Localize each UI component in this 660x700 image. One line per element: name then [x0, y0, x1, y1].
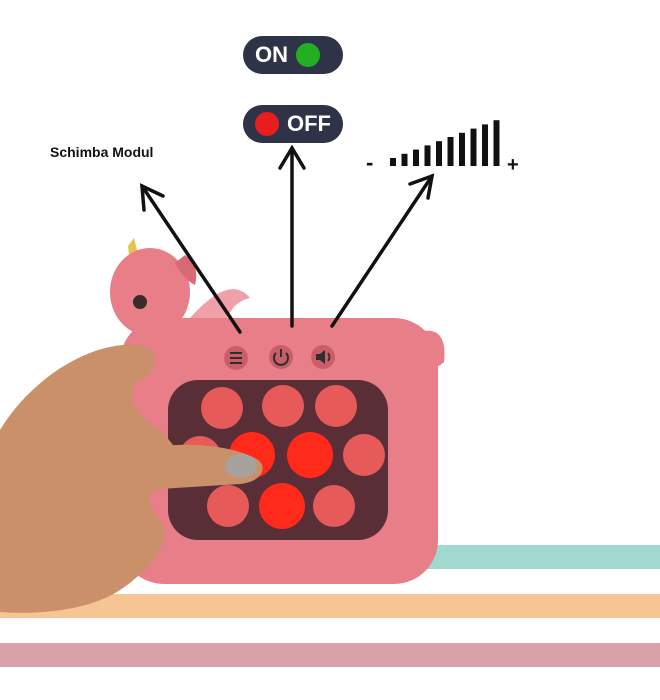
arrowhead-power	[278, 144, 306, 170]
list-icon	[230, 352, 242, 364]
volume-bar	[482, 124, 488, 166]
off-label: OFF	[287, 111, 331, 136]
bubble[interactable]	[207, 485, 249, 527]
bubble[interactable]	[201, 387, 243, 429]
volume-bars	[390, 120, 500, 166]
arrow-volume	[330, 174, 434, 328]
volume-bar	[459, 132, 465, 166]
volume-bar	[424, 145, 431, 166]
stripe-rose	[0, 643, 660, 667]
fingernail	[225, 454, 257, 478]
arrowhead-mode	[140, 183, 165, 212]
volume-bar	[413, 149, 419, 166]
speaker-icon	[316, 350, 331, 364]
off-indicator: OFF	[243, 105, 343, 143]
bubble-lit[interactable]	[259, 483, 305, 529]
unicorn-mane	[175, 255, 197, 285]
on-indicator: ON	[243, 36, 343, 74]
volume-bar	[447, 137, 454, 166]
unicorn-wing	[190, 289, 250, 323]
bubble[interactable]	[315, 385, 357, 427]
volume-bar	[401, 153, 408, 166]
arrow-mode	[140, 184, 242, 334]
volume-bar	[470, 128, 477, 166]
volume-plus: +	[507, 154, 519, 176]
volume-bar	[436, 141, 442, 166]
bubble[interactable]	[262, 385, 304, 427]
volume-bar	[390, 158, 396, 166]
unicorn-tail	[418, 330, 445, 368]
mode-label: Schimba Modul	[50, 144, 154, 160]
red-dot-icon	[255, 112, 279, 136]
control-buttons	[224, 345, 335, 370]
on-label: ON	[255, 42, 288, 67]
hand	[0, 344, 263, 613]
unicorn-face	[110, 248, 190, 336]
volume-bar	[493, 120, 500, 166]
volume-minus: -	[366, 150, 374, 175]
bubble[interactable]	[343, 434, 385, 476]
green-dot-icon	[296, 43, 320, 67]
stripe-peach	[0, 594, 660, 618]
annotation-arrows	[140, 144, 435, 334]
unicorn-head	[110, 238, 250, 336]
bubble[interactable]	[313, 485, 355, 527]
power-icon	[273, 349, 289, 366]
bubble-lit[interactable]	[287, 432, 333, 478]
arrowhead-volume	[408, 173, 435, 200]
unicorn-eye	[133, 295, 147, 309]
